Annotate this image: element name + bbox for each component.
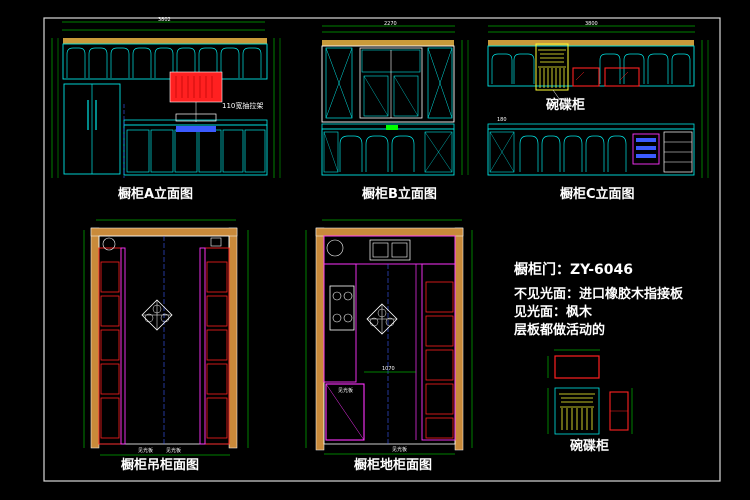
elevation-b-title: 橱柜B立面图	[362, 186, 437, 202]
plan-floor-title: 橱柜地柜面图	[354, 457, 432, 473]
note-door-model: 橱柜门：ZY-6046	[514, 261, 633, 278]
elevation-c-side-dimension: 180	[497, 117, 507, 123]
elevation-c-callout: 碗碟柜	[546, 97, 585, 113]
elevation-a-top-dimension: 3802	[158, 17, 171, 23]
elevation-a: 3802	[51, 17, 281, 202]
dish-cabinet-detail: 碗碟柜	[547, 349, 633, 454]
note-shelves: 层板都做活动的	[514, 322, 605, 338]
plan-floor-center-dimension: 1070	[382, 366, 395, 372]
plan-base-cabinets: 见光板 1070 见光板 橱柜地柜面图	[305, 219, 473, 473]
plan-wall-title: 橱柜吊柜面图	[121, 457, 199, 473]
plan-floor-corner-label: 见光板	[338, 387, 353, 394]
plan-wall-cabinets: 见光板 见光板 橱柜吊柜面图	[83, 219, 249, 473]
elevation-b-top-dimension: 2270	[384, 21, 397, 27]
drawing-frame	[43, 17, 721, 482]
spec-notes: 橱柜门：ZY-6046 不见光面：进口橡胶木指接板 见光面：枫木 层板都做活动的	[514, 261, 684, 338]
elevation-c-title: 橱柜C立面图	[560, 186, 635, 202]
note-visible-face: 见光面：枫木	[514, 304, 593, 320]
plan-wall-bottom-label-2: 见光板	[166, 447, 181, 454]
elevation-b: 2270 橱柜B立面图	[321, 21, 469, 202]
note-hidden-face: 不见光面：进口橡胶木指接板	[514, 286, 684, 302]
plan-floor-bottom-label: 见光板	[392, 446, 407, 453]
plan-wall-bottom-label-1: 见光板	[138, 447, 153, 454]
elevation-c: 3800 碗碟柜 180	[487, 21, 709, 202]
elevation-a-callout: 110宽抽拉架	[222, 101, 263, 110]
elevation-c-top-dimension: 3800	[585, 21, 598, 27]
elevation-a-title: 橱柜A立面图	[118, 186, 193, 202]
dish-cabinet-title: 碗碟柜	[570, 438, 609, 454]
